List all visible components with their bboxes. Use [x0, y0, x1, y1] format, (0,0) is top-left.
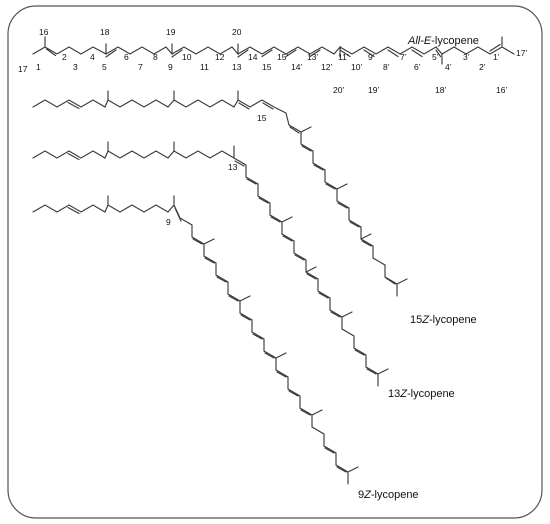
atom-number: 11: [200, 62, 209, 72]
atom-number: 8: [153, 52, 158, 62]
13z-locant: 13: [228, 162, 238, 172]
atom-number: 15’: [277, 52, 288, 62]
methyl-number: 19’: [368, 85, 379, 95]
label-rest-part: -lycopene: [429, 314, 477, 326]
label-italic-part: All-E: [407, 35, 432, 47]
atom-number: 7: [138, 62, 143, 72]
15z-lycopene-structure: [32, 90, 408, 297]
label-rest-part: -lycopene: [407, 388, 455, 400]
methyl-number: 18’: [435, 85, 446, 95]
atom-number: 2: [62, 52, 67, 62]
atom-number: 1’: [493, 52, 500, 62]
atom-number: 1: [36, 62, 41, 72]
atom-number: 7’: [400, 52, 407, 62]
all-e-methyl-numbers: 16 17 18 19 20 20’ 19’ 18’ 16’ 17’: [18, 27, 527, 95]
atom-number: 12: [215, 52, 225, 62]
9z-lycopene-structure: [32, 195, 359, 485]
methyl-number: 20: [232, 27, 242, 37]
methyl-number: 17: [18, 64, 28, 74]
atom-number: 13’: [307, 52, 318, 62]
atom-number: 6: [124, 52, 129, 62]
13z-lycopene-structure: [32, 141, 389, 387]
methyl-number: 17’: [516, 48, 527, 58]
atom-number: 5: [102, 62, 107, 72]
all-e-lycopene-structure: [32, 36, 515, 65]
9z-lycopene-label: 9Z-lycopene: [358, 489, 419, 501]
atom-number: 2’: [479, 62, 486, 72]
label-prefix-part: 15: [410, 314, 422, 326]
methyl-number: 16’: [496, 85, 507, 95]
all-e-atom-numbers: 1 2 3 4 5 6 7 8 9 10 11 12 13 14 15 15’ …: [36, 52, 500, 72]
methyl-number: 18: [100, 27, 110, 37]
atom-number: 4: [90, 52, 95, 62]
atom-number: 3: [73, 62, 78, 72]
all-e-lycopene-label: All-E-lycopene: [407, 35, 479, 47]
atom-number: 10’: [351, 62, 362, 72]
atom-number: 6’: [414, 62, 421, 72]
label-italic-part: Z: [399, 388, 408, 400]
atom-number: 9’: [368, 52, 375, 62]
atom-number: 9: [168, 62, 173, 72]
atom-number: 12’: [321, 62, 332, 72]
atom-number: 13: [232, 62, 242, 72]
15z-lycopene-label: 15Z-lycopene: [410, 314, 477, 326]
atom-number: 15: [262, 62, 272, 72]
label-rest-part: -lycopene: [371, 489, 419, 501]
label-rest-part: -lycopene: [431, 35, 479, 47]
label-prefix-part: 13: [388, 388, 400, 400]
atom-number: 3’: [463, 52, 470, 62]
methyl-number: 20’: [333, 85, 344, 95]
atom-number: 10: [182, 52, 192, 62]
15z-locant: 15: [257, 113, 267, 123]
13z-lycopene-label: 13Z-lycopene: [388, 388, 455, 400]
methyl-number: 19: [166, 27, 176, 37]
atom-number: 11’: [338, 52, 349, 62]
atom-number: 14’: [291, 62, 302, 72]
atom-number: 4’: [445, 62, 452, 72]
atom-number: 8’: [383, 62, 390, 72]
atom-number: 5’: [432, 52, 439, 62]
rounded-border: [7, 5, 543, 519]
label-prefix-part: 9: [358, 489, 364, 501]
label-italic-part: Z: [421, 314, 430, 326]
methyl-number: 16: [39, 27, 49, 37]
9z-locant: 9: [166, 217, 171, 227]
atom-number: 14: [248, 52, 258, 62]
label-italic-part: Z: [363, 489, 372, 501]
